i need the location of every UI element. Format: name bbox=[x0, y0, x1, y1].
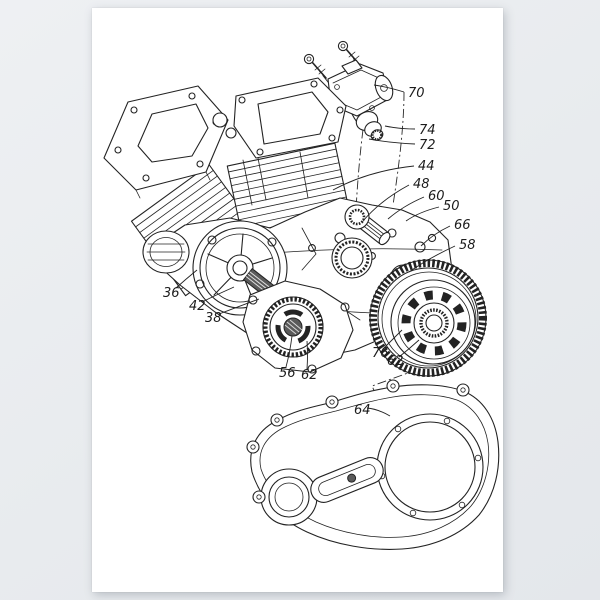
leader-line-62 bbox=[306, 340, 308, 370]
clutch-drum bbox=[369, 259, 487, 377]
part-label-74: 74 bbox=[419, 123, 436, 138]
leader-line-56 bbox=[285, 335, 293, 368]
rear-cylinder bbox=[212, 77, 353, 245]
rear-rocker-cover bbox=[233, 77, 347, 159]
leader-line-74 bbox=[384, 125, 416, 130]
part-label-50: 50 bbox=[443, 199, 460, 214]
cover-slot bbox=[310, 457, 384, 503]
part-label-62: 62 bbox=[301, 368, 318, 383]
leader-line-76 bbox=[382, 329, 403, 350]
pushrod-area bbox=[212, 112, 309, 206]
part-label-70: 70 bbox=[408, 86, 425, 101]
part-label-76: 76 bbox=[372, 346, 389, 361]
part-label-56: 56 bbox=[279, 366, 296, 381]
cam-gear bbox=[242, 280, 354, 374]
part-label-64: 64 bbox=[354, 403, 371, 418]
leader-line-36 bbox=[175, 269, 198, 289]
part-label-42: 42 bbox=[189, 299, 206, 314]
transmission-shaft bbox=[344, 204, 391, 246]
part-label-48: 48 bbox=[413, 177, 430, 192]
starter-motor bbox=[327, 59, 394, 141]
primary-cover bbox=[246, 379, 500, 550]
leader-line-66 bbox=[420, 225, 451, 247]
leader-line-50 bbox=[405, 206, 440, 222]
part-label-62: 62 bbox=[387, 354, 404, 369]
part-label-72: 72 bbox=[419, 138, 436, 153]
leader-line-70 bbox=[373, 84, 405, 93]
part-label-36: 36 bbox=[163, 286, 180, 301]
part-label-58: 58 bbox=[459, 238, 476, 253]
leader-line-42 bbox=[201, 286, 235, 303]
part-label-66: 66 bbox=[454, 218, 471, 233]
leader-line-38 bbox=[218, 298, 260, 315]
leader-line-72 bbox=[368, 138, 416, 145]
leader-line-64 bbox=[366, 407, 391, 417]
cover-bolt-tabs bbox=[246, 379, 470, 504]
leader-line-62 bbox=[398, 339, 420, 358]
part-label-60: 60 bbox=[428, 189, 445, 204]
part-label-44: 44 bbox=[418, 159, 435, 174]
part-label-38: 38 bbox=[205, 311, 222, 326]
leader-line-60 bbox=[387, 196, 425, 220]
leader-line-58 bbox=[408, 245, 456, 273]
leader-line-44 bbox=[332, 165, 415, 191]
leader-line-48 bbox=[362, 184, 410, 222]
